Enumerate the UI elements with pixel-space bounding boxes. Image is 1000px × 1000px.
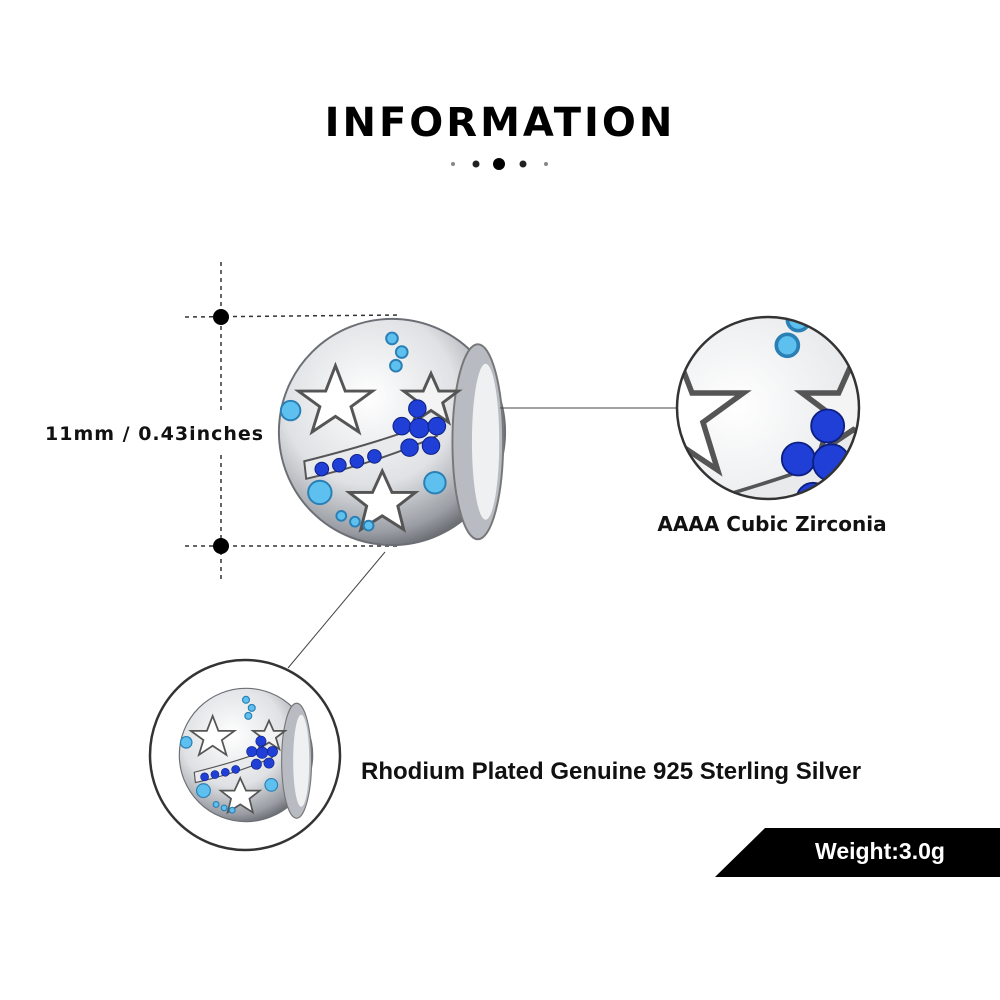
stone-closeup-image — [675, 315, 861, 501]
dot — [519, 160, 527, 168]
dimension-marker-bottom — [213, 538, 229, 554]
weight-label: Weight:3.0g — [815, 838, 945, 864]
charm-main-image — [277, 317, 507, 547]
dot — [544, 162, 548, 166]
dot — [472, 160, 480, 168]
weight-badge — [715, 828, 1000, 877]
material-label: Rhodium Plated Genuine 925 Sterling Silv… — [361, 758, 862, 785]
page-title: INFORMATION — [324, 100, 676, 146]
pagination-dots — [451, 158, 548, 170]
dimension-marker-top — [213, 309, 229, 325]
callout-line-material — [287, 551, 386, 669]
dot-active — [493, 158, 505, 170]
dot — [451, 162, 455, 166]
size-label: 11mm / 0.43inches — [45, 423, 265, 445]
stone-label: AAAA Cubic Zirconia — [657, 512, 887, 536]
material-closeup-image — [148, 658, 342, 852]
